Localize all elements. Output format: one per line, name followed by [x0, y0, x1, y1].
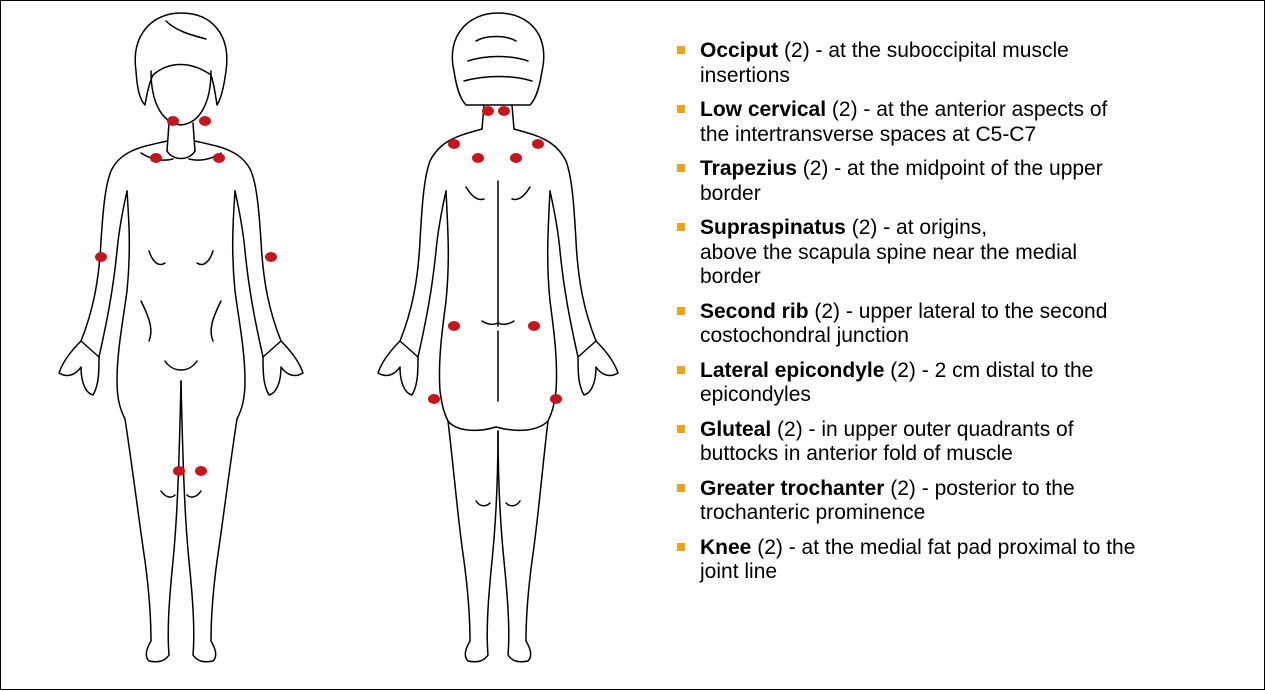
square-bullet-icon [677, 223, 685, 231]
square-bullet-icon [677, 307, 685, 315]
back-body-figure [346, 1, 646, 691]
site-name: Greater trochanter [700, 477, 884, 500]
list-item-greater-trochanter: Greater trochanter (2) - posterior to th… [676, 477, 1246, 526]
site-count: (2) [803, 157, 829, 180]
site-name: Trapezius [700, 157, 797, 180]
square-bullet-icon [677, 105, 685, 113]
tender-point-marker [265, 252, 277, 262]
square-bullet-icon [677, 366, 685, 374]
square-bullet-icon [677, 484, 685, 492]
tender-point-marker [173, 466, 185, 476]
list-item-occiput: Occiput (2) - at the suboccipital muscle… [676, 39, 1246, 88]
site-count: (2) [890, 477, 916, 500]
square-bullet-icon [677, 164, 685, 172]
tender-point-marker [95, 252, 107, 262]
site-count: (2) [757, 536, 783, 559]
tender-point-marker [167, 116, 179, 126]
site-name: Knee [700, 536, 751, 559]
square-bullet-icon [677, 425, 685, 433]
site-count: (2) [777, 418, 803, 441]
list-item-knee: Knee (2) - at the medial fat pad proxima… [676, 536, 1246, 585]
site-name: Second rib [700, 300, 809, 323]
square-bullet-icon [677, 46, 685, 54]
tender-point-list: Occiput (2) - at the suboccipital muscle… [676, 39, 1246, 595]
list-item-trapezius: Trapezius (2) - at the midpoint of the u… [676, 157, 1246, 206]
tender-point-marker [199, 116, 211, 126]
site-name: Occiput [700, 39, 778, 62]
site-count: (2) [832, 98, 858, 121]
site-name: Lateral epicondyle [700, 359, 884, 382]
tender-point-marker [448, 321, 460, 331]
tender-point-marker [150, 153, 162, 163]
square-bullet-icon [677, 543, 685, 551]
front-body-outline-icon [41, 1, 321, 691]
list-item-low-cervical: Low cervical (2) - at the anterior aspec… [676, 98, 1246, 147]
tender-point-marker [482, 106, 494, 116]
back-body-outline-icon [346, 1, 646, 691]
tender-point-marker [528, 321, 540, 331]
list-item-second-rib: Second rib (2) - upper lateral to the se… [676, 300, 1246, 349]
tender-point-marker [213, 153, 225, 163]
tender-point-marker [448, 139, 460, 149]
front-body-figure [41, 1, 321, 691]
site-name: Low cervical [700, 98, 826, 121]
site-count: (2) [814, 300, 840, 323]
site-name: Gluteal [700, 418, 771, 441]
tender-point-marker [510, 153, 522, 163]
site-count: (2) [890, 359, 916, 382]
list-item-supraspinatus: Supraspinatus (2) - at origins, above th… [676, 216, 1246, 290]
tender-point-marker [550, 394, 562, 404]
list-item-gluteal: Gluteal (2) - in upper outer quadrants o… [676, 418, 1246, 467]
tender-point-marker [532, 139, 544, 149]
tender-point-marker [498, 106, 510, 116]
tender-point-marker [195, 466, 207, 476]
list-item-lateral-epicondyle: Lateral epicondyle (2) - 2 cm distal to … [676, 359, 1246, 408]
site-count: (2) [784, 39, 810, 62]
tender-point-marker [472, 153, 484, 163]
tender-point-marker [428, 394, 440, 404]
site-count: (2) [852, 216, 878, 239]
site-name: Supraspinatus [700, 216, 846, 239]
